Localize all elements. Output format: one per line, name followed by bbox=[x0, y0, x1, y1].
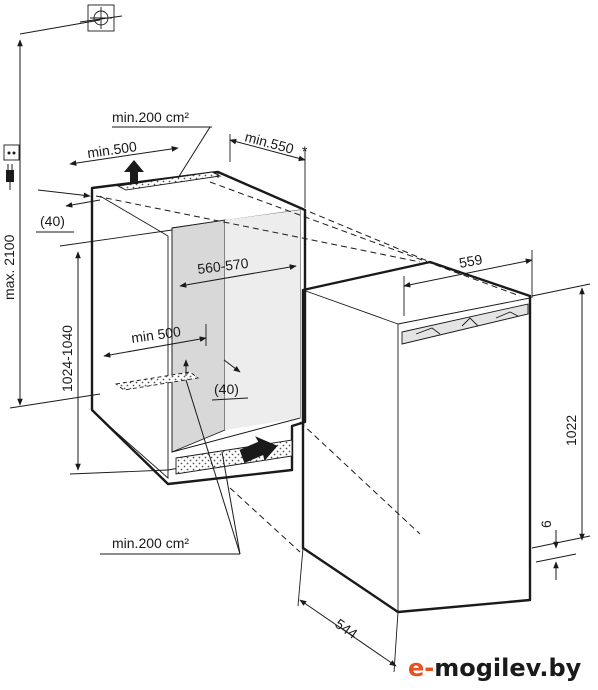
appliance-height: 1022 bbox=[531, 283, 591, 549]
appliance-body bbox=[301, 260, 532, 614]
vent-area-top-label: min.200 cm² bbox=[112, 109, 189, 125]
appliance-depth: 544 bbox=[297, 547, 399, 673]
depth-niche-note: * bbox=[302, 143, 308, 159]
ceiling-socket-icon bbox=[79, 4, 123, 32]
watermark-logo: e-mogilev.by bbox=[404, 652, 592, 684]
rear-vent-grate bbox=[114, 371, 200, 391]
appliance-width: 559 bbox=[403, 250, 533, 316]
max-height-label: max. 2100 bbox=[1, 234, 17, 300]
max-height-dimension: max. 2100 bbox=[1, 19, 101, 409]
watermark-suffix: .by bbox=[539, 654, 581, 682]
niche-cabinet bbox=[90, 170, 307, 486]
gap-bottom: (40) bbox=[183, 359, 249, 401]
appliance-height-label: 1022 bbox=[563, 415, 579, 446]
niche-width: 560-570 bbox=[179, 255, 297, 288]
depth-niche: min.550 * bbox=[229, 128, 308, 208]
base-offset-label: 6 bbox=[538, 520, 554, 528]
socket-icon bbox=[3, 144, 20, 161]
airflow-arrow-icon bbox=[124, 160, 278, 464]
depth-bottom-label: min 500 bbox=[130, 323, 182, 346]
gap-top: (40) bbox=[36, 189, 101, 233]
vent-area-bottom-label: min.200 cm² bbox=[112, 535, 189, 551]
top-vent-grate bbox=[116, 171, 222, 191]
depth-top-label: min.500 bbox=[86, 138, 138, 161]
base-offset: 6 bbox=[535, 520, 577, 580]
appliance-width-label: 559 bbox=[458, 251, 484, 271]
projection-lines bbox=[95, 181, 521, 553]
gap-top-label: (40) bbox=[40, 213, 65, 229]
gap-bottom-label: (40) bbox=[214, 381, 239, 397]
plug-icon bbox=[6, 164, 14, 190]
niche-height: 1024-1040 bbox=[59, 229, 173, 475]
vent-area-bottom: min.200 cm² bbox=[100, 379, 241, 555]
depth-bottom: min 500 bbox=[103, 323, 207, 358]
vent-area-top: min.200 cm² bbox=[112, 109, 212, 179]
svg-text:e-mogilev.by: e-mogilev.by bbox=[408, 654, 582, 682]
depth-top: min.500 bbox=[69, 138, 179, 166]
watermark-brand: mogilev bbox=[434, 654, 541, 682]
niche-height-label: 1024-1040 bbox=[59, 325, 75, 392]
depth-niche-label: min.550 bbox=[243, 128, 295, 156]
niche-width-label: 560-570 bbox=[196, 255, 249, 277]
watermark-prefix: e- bbox=[408, 654, 434, 682]
appliance-depth-label: 544 bbox=[332, 615, 360, 642]
